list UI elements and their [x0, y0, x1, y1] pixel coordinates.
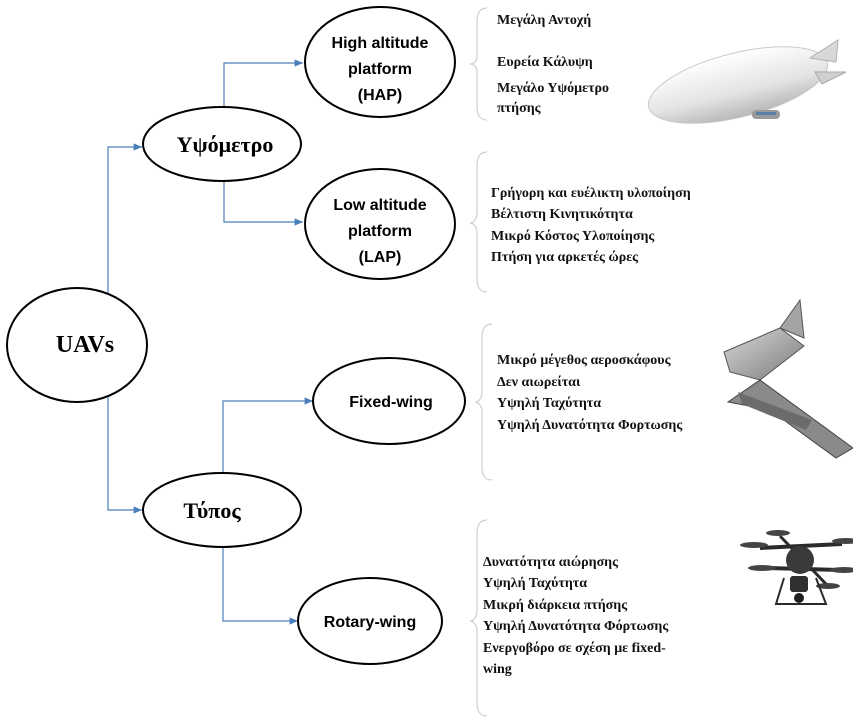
- feature-fixed-4: Υψηλή Δυνατότητα Φορτωσης: [497, 418, 683, 433]
- feature-fixed-3: Υψηλή Ταχύτητα: [497, 396, 601, 411]
- edge-type-fixed: [222, 397, 313, 474]
- edge-altitude-hap: [223, 59, 303, 108]
- brace-hap: [469, 7, 488, 121]
- node-type: Τύπος: [142, 472, 302, 548]
- node-rotary-wing-label: Rotary-wing: [324, 614, 416, 631]
- brace-fixed: [474, 323, 493, 481]
- features-lap: Γρήγορη και ευέλικτη υλοποίηση Βέλτιστη …: [491, 186, 691, 265]
- brace-rotary: [469, 519, 488, 717]
- feature-lap-4: Πτήση για αρκετές ώρες: [491, 250, 639, 265]
- airship-illustration: [647, 39, 847, 124]
- node-type-label: Τύπος: [183, 498, 241, 523]
- node-altitude-label: Υψόμετρο: [177, 132, 274, 157]
- node-lap-line-2: platform: [348, 223, 412, 240]
- node-fixed-wing: Fixed-wing: [312, 357, 466, 445]
- node-hap-line-3: (HAP): [358, 87, 402, 104]
- node-altitude: Υψόμετρο: [142, 106, 302, 182]
- hexacopter-illustration: [740, 530, 853, 605]
- node-hap-line-2: platform: [348, 61, 412, 78]
- feature-hap-2: Ευρεία Κάλυψη: [497, 55, 593, 70]
- node-uavs: UAVs: [6, 287, 148, 403]
- feature-fixed-1: Μικρό μέγεθος αεροσκάφους: [497, 353, 672, 368]
- connectors: [107, 59, 313, 625]
- feature-lap-3: Μικρό Κόστος Υλοποίησης: [491, 229, 655, 244]
- features-rotary-wing: Δυνατότητα αιώρησης Υψηλή Ταχύτητα Μικρή…: [483, 555, 669, 677]
- feature-hap-3: Μεγάλο Υψόμετρο: [497, 81, 609, 96]
- feature-rotary-5: Ενεργοβόρο σε σχέση με fixed-: [483, 641, 666, 656]
- edge-uavs-type: [107, 388, 142, 514]
- node-fixed-wing-label: Fixed-wing: [349, 394, 433, 411]
- edge-uavs-altitude: [107, 143, 142, 301]
- feature-braces: [469, 7, 493, 717]
- node-uavs-label: UAVs: [56, 332, 114, 358]
- brace-lap: [469, 151, 488, 293]
- node-rotary-wing: Rotary-wing: [297, 577, 443, 665]
- features-fixed-wing: Μικρό μέγεθος αεροσκάφους Δεν αιωρείται …: [497, 353, 683, 433]
- node-lap-line-1: Low altitude: [333, 197, 426, 214]
- feature-hap-1: Μεγάλη Αντοχή: [497, 13, 591, 28]
- feature-fixed-2: Δεν αιωρείται: [497, 375, 581, 390]
- feature-rotary-6: wing: [483, 662, 512, 677]
- feature-hap-4: πτήσης: [497, 101, 542, 116]
- feature-rotary-4: Υψηλή Δυνατότητα Φόρτωσης: [483, 619, 669, 634]
- feature-lap-2: Βέλτιστη Κινητικότητα: [491, 207, 633, 222]
- feature-rotary-1: Δυνατότητα αιώρησης: [483, 555, 619, 570]
- feature-rotary-2: Υψηλή Ταχύτητα: [483, 576, 587, 591]
- node-lap: Low altitude platform (LAP): [304, 168, 456, 280]
- edge-altitude-lap: [223, 180, 303, 226]
- features-hap: Μεγάλη Αντοχή Ευρεία Κάλυψη Μεγάλο Υψόμε…: [497, 13, 609, 116]
- node-hap: High altitude platform (HAP): [304, 6, 456, 118]
- feature-lap-1: Γρήγορη και ευέλικτη υλοποίηση: [491, 186, 691, 201]
- node-lap-line-3: (LAP): [359, 249, 402, 266]
- fixed-wing-drone-illustration: [723, 298, 853, 459]
- feature-rotary-3: Μικρή διάρκεια πτήσης: [483, 598, 628, 613]
- node-hap-line-1: High altitude: [332, 35, 429, 52]
- edge-type-rotary: [222, 547, 298, 625]
